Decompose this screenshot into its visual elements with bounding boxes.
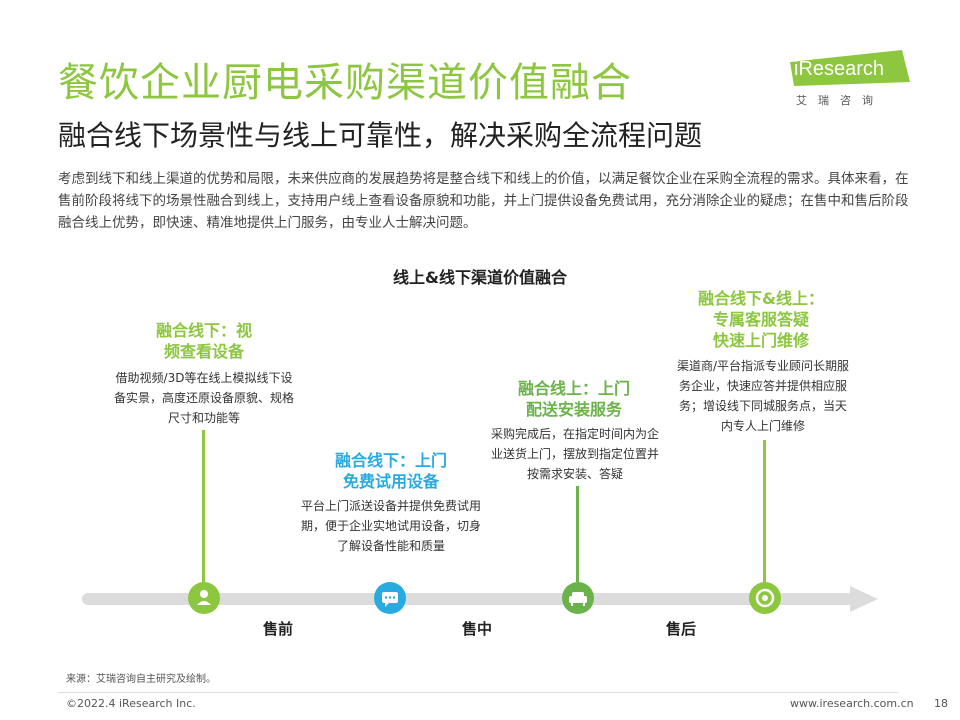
- diagram-title: 线上&线下渠道价值融合: [393, 268, 567, 287]
- node-2-title-line1: 融合线下：上门: [334, 451, 447, 470]
- node-3-title-line2: 配送安装服务: [525, 400, 622, 419]
- logo-brand: iResearch: [794, 58, 885, 80]
- node-1-title-line2: 频查看设备: [163, 342, 244, 361]
- iresearch-logo: iResearch 艾瑞咨询: [790, 48, 912, 108]
- node-3-title-line1: 融合线上：上门: [517, 379, 630, 398]
- intro-paragraph: 考虑到线下和线上渠道的优势和局限，未来供应商的发展趋势将是整合线下和线上的价值，…: [58, 171, 909, 231]
- sofa-icon: [562, 582, 594, 614]
- timeline-arrow: [82, 586, 878, 612]
- page-title: 餐饮企业厨电采购渠道价值融合: [58, 60, 632, 106]
- node-4-title-line3: 快速上门维修: [712, 331, 809, 350]
- phase-after-sale: 售后: [666, 620, 697, 638]
- node-3-connector: [576, 486, 579, 582]
- node-1-connector: [202, 430, 205, 582]
- website-link[interactable]: www.iresearch.com.cn: [790, 697, 914, 710]
- node-4-title-line2: 专属客服答疑: [712, 310, 809, 329]
- target-icon: [749, 582, 781, 614]
- footer-divider: [58, 692, 898, 693]
- node-4-connector: [763, 440, 766, 582]
- phase-in-sale: 售中: [462, 620, 493, 638]
- node-3-desc: 采购完成后，在指定时间内为企业送货上门，摆放到指定位置并按需求安装、答疑: [490, 427, 659, 481]
- node-2-title: 融合线下：上门 免费试用设备: [296, 450, 486, 492]
- node-4-title-line1: 融合线下&线上：: [698, 289, 824, 308]
- node-3-title: 融合线上：上门 配送安装服务: [476, 378, 672, 420]
- logo-cn: 艾瑞咨询: [796, 94, 884, 107]
- node-4-desc: 渠道商/平台指派专业顾问长期服务企业，快速应答并提供相应服务；增设线下同城服务点…: [676, 359, 850, 433]
- phase-pre-sale: 售前: [263, 620, 294, 638]
- user-icon: [188, 582, 220, 614]
- source-note: 来源：艾瑞咨询自主研究及绘制。: [66, 674, 216, 685]
- node-1-desc: 借助视频/3D等在线上模拟线下设备实景，高度还原设备原貌、规格尺寸和功能等: [114, 371, 295, 425]
- node-4-title: 融合线下&线上： 专属客服答疑 快速上门维修: [656, 288, 866, 351]
- node-1-title-line1: 融合线下：视: [155, 321, 252, 340]
- node-2-desc: 平台上门派送设备并提供免费试用期，便于企业实地试用设备，切身了解设备性能和质量: [300, 499, 481, 553]
- chat-icon: [374, 582, 406, 614]
- node-2-title-line2: 免费试用设备: [342, 472, 439, 491]
- page-subtitle: 融合线下场景性与线上可靠性，解决采购全流程问题: [58, 119, 703, 152]
- logo-shape: [790, 50, 910, 86]
- node-1-title: 融合线下：视 频查看设备: [112, 320, 296, 362]
- page-number: 18: [934, 697, 948, 710]
- copyright: ©2022.4 iResearch Inc.: [66, 697, 196, 710]
